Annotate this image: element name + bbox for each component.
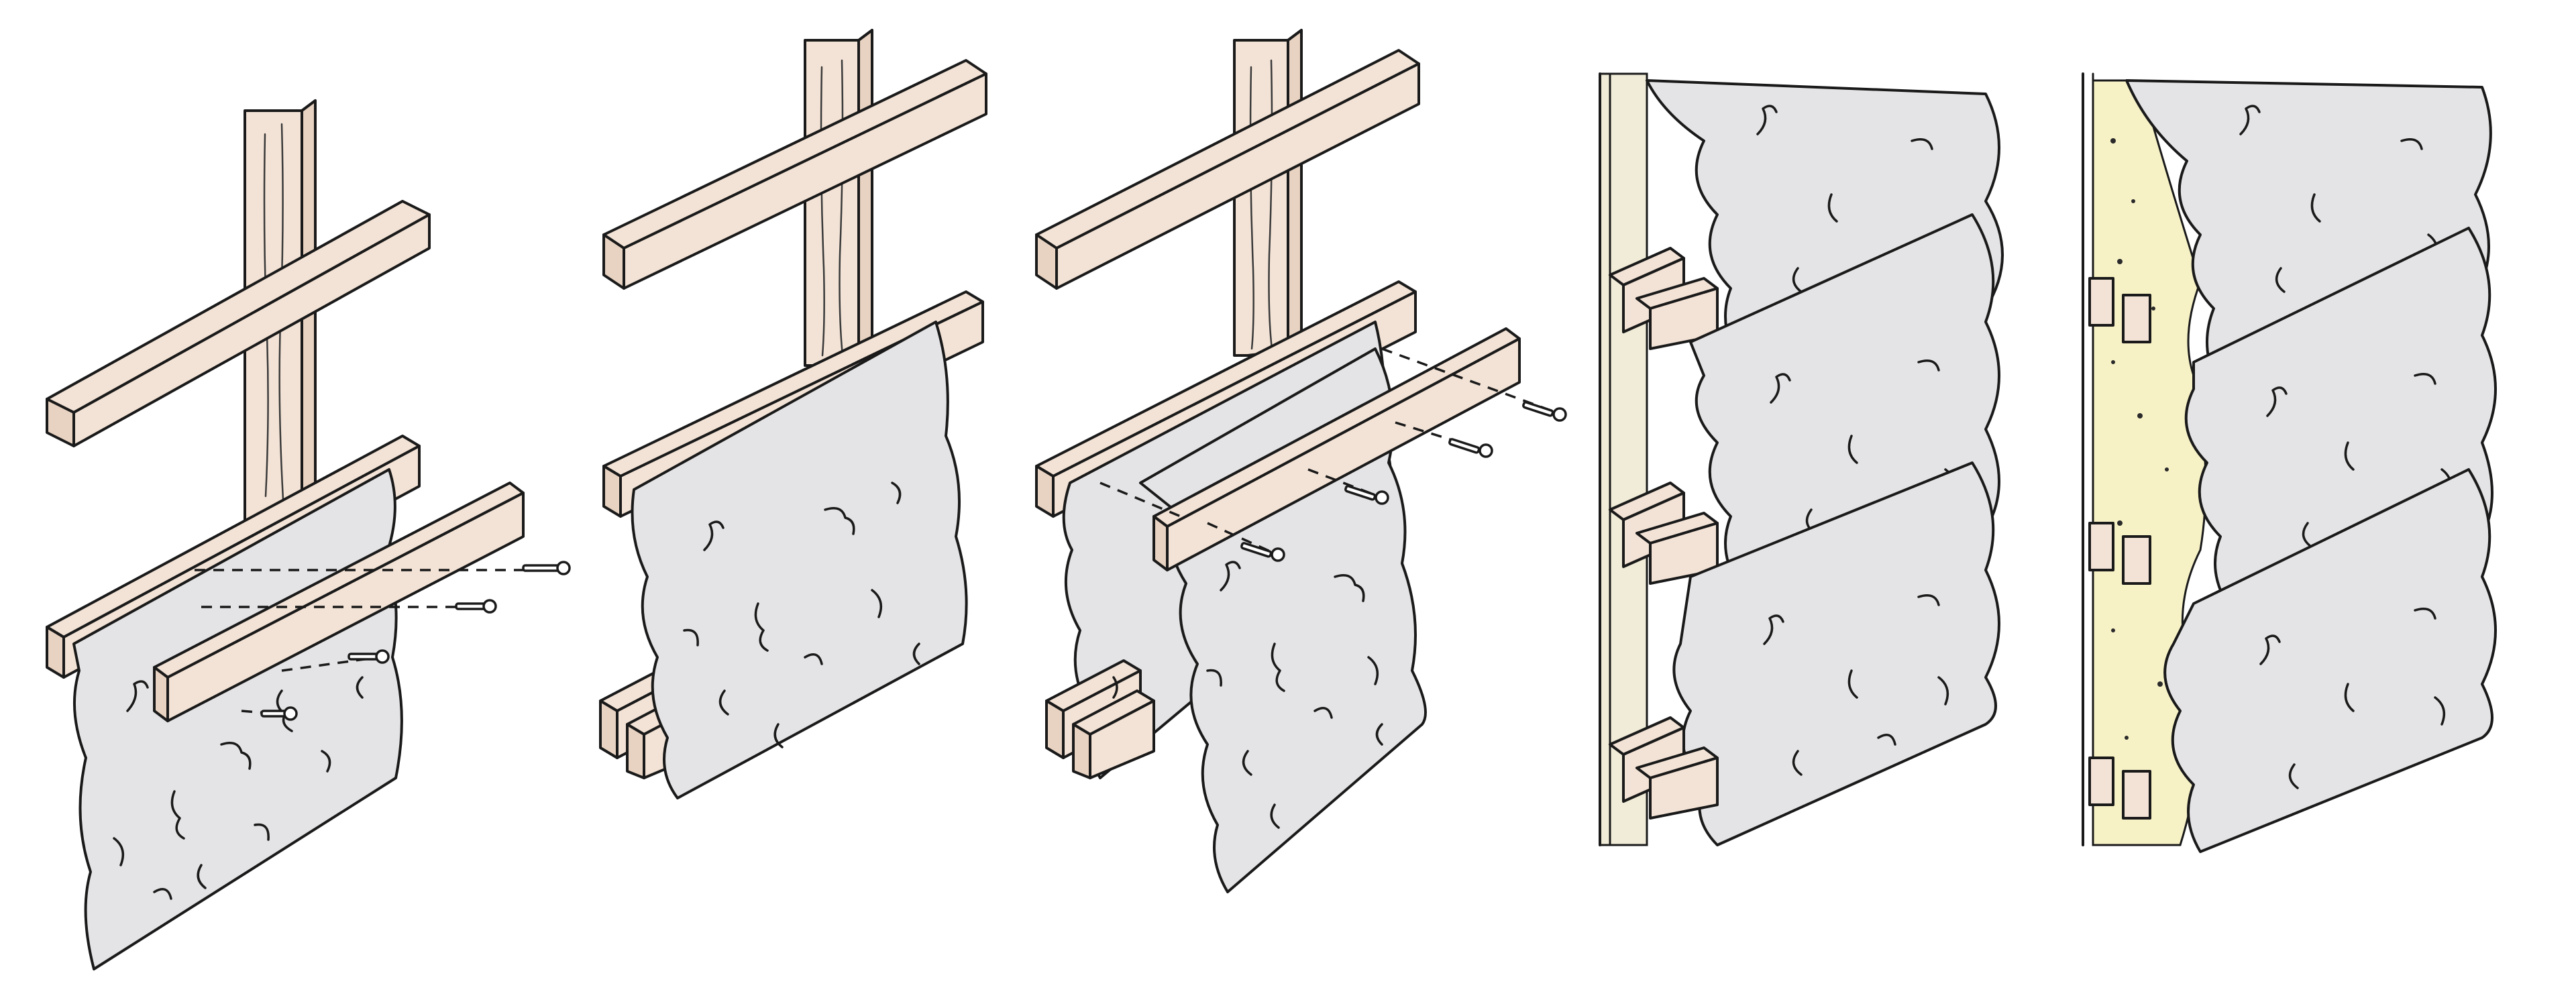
wooden-batten-icon [2088, 757, 2151, 820]
wooden-batten-icon [2088, 522, 2151, 585]
fabric-sheet-icon [2163, 468, 2497, 853]
step-3-panel [1035, 29, 1567, 893]
wooden-batten-icon [2088, 277, 2151, 343]
fabric-sheet-icon [631, 321, 968, 799]
wooden-post-icon [804, 29, 873, 367]
wooden-batten-icon [1609, 482, 1719, 585]
step-4-panel [1599, 72, 2004, 846]
wooden-batten-icon [1045, 659, 1155, 779]
wall-section-icon [1599, 72, 1648, 846]
wooden-batten-icon [153, 482, 525, 722]
step-2-panel [599, 29, 987, 799]
nail-icon [195, 561, 571, 721]
step-1-panel [46, 99, 571, 970]
wooden-batten-icon [1609, 716, 1719, 820]
wooden-batten-icon [1152, 327, 1521, 571]
wooden-batten-icon [46, 200, 431, 447]
nail-icon [1099, 347, 1567, 562]
fabric-sheet-icon [1672, 461, 2000, 846]
step-5-panel [2082, 72, 2497, 853]
wooden-batten-icon [1035, 49, 1420, 290]
wooden-batten-icon [602, 59, 987, 290]
wooden-batten-icon [1609, 247, 1719, 350]
